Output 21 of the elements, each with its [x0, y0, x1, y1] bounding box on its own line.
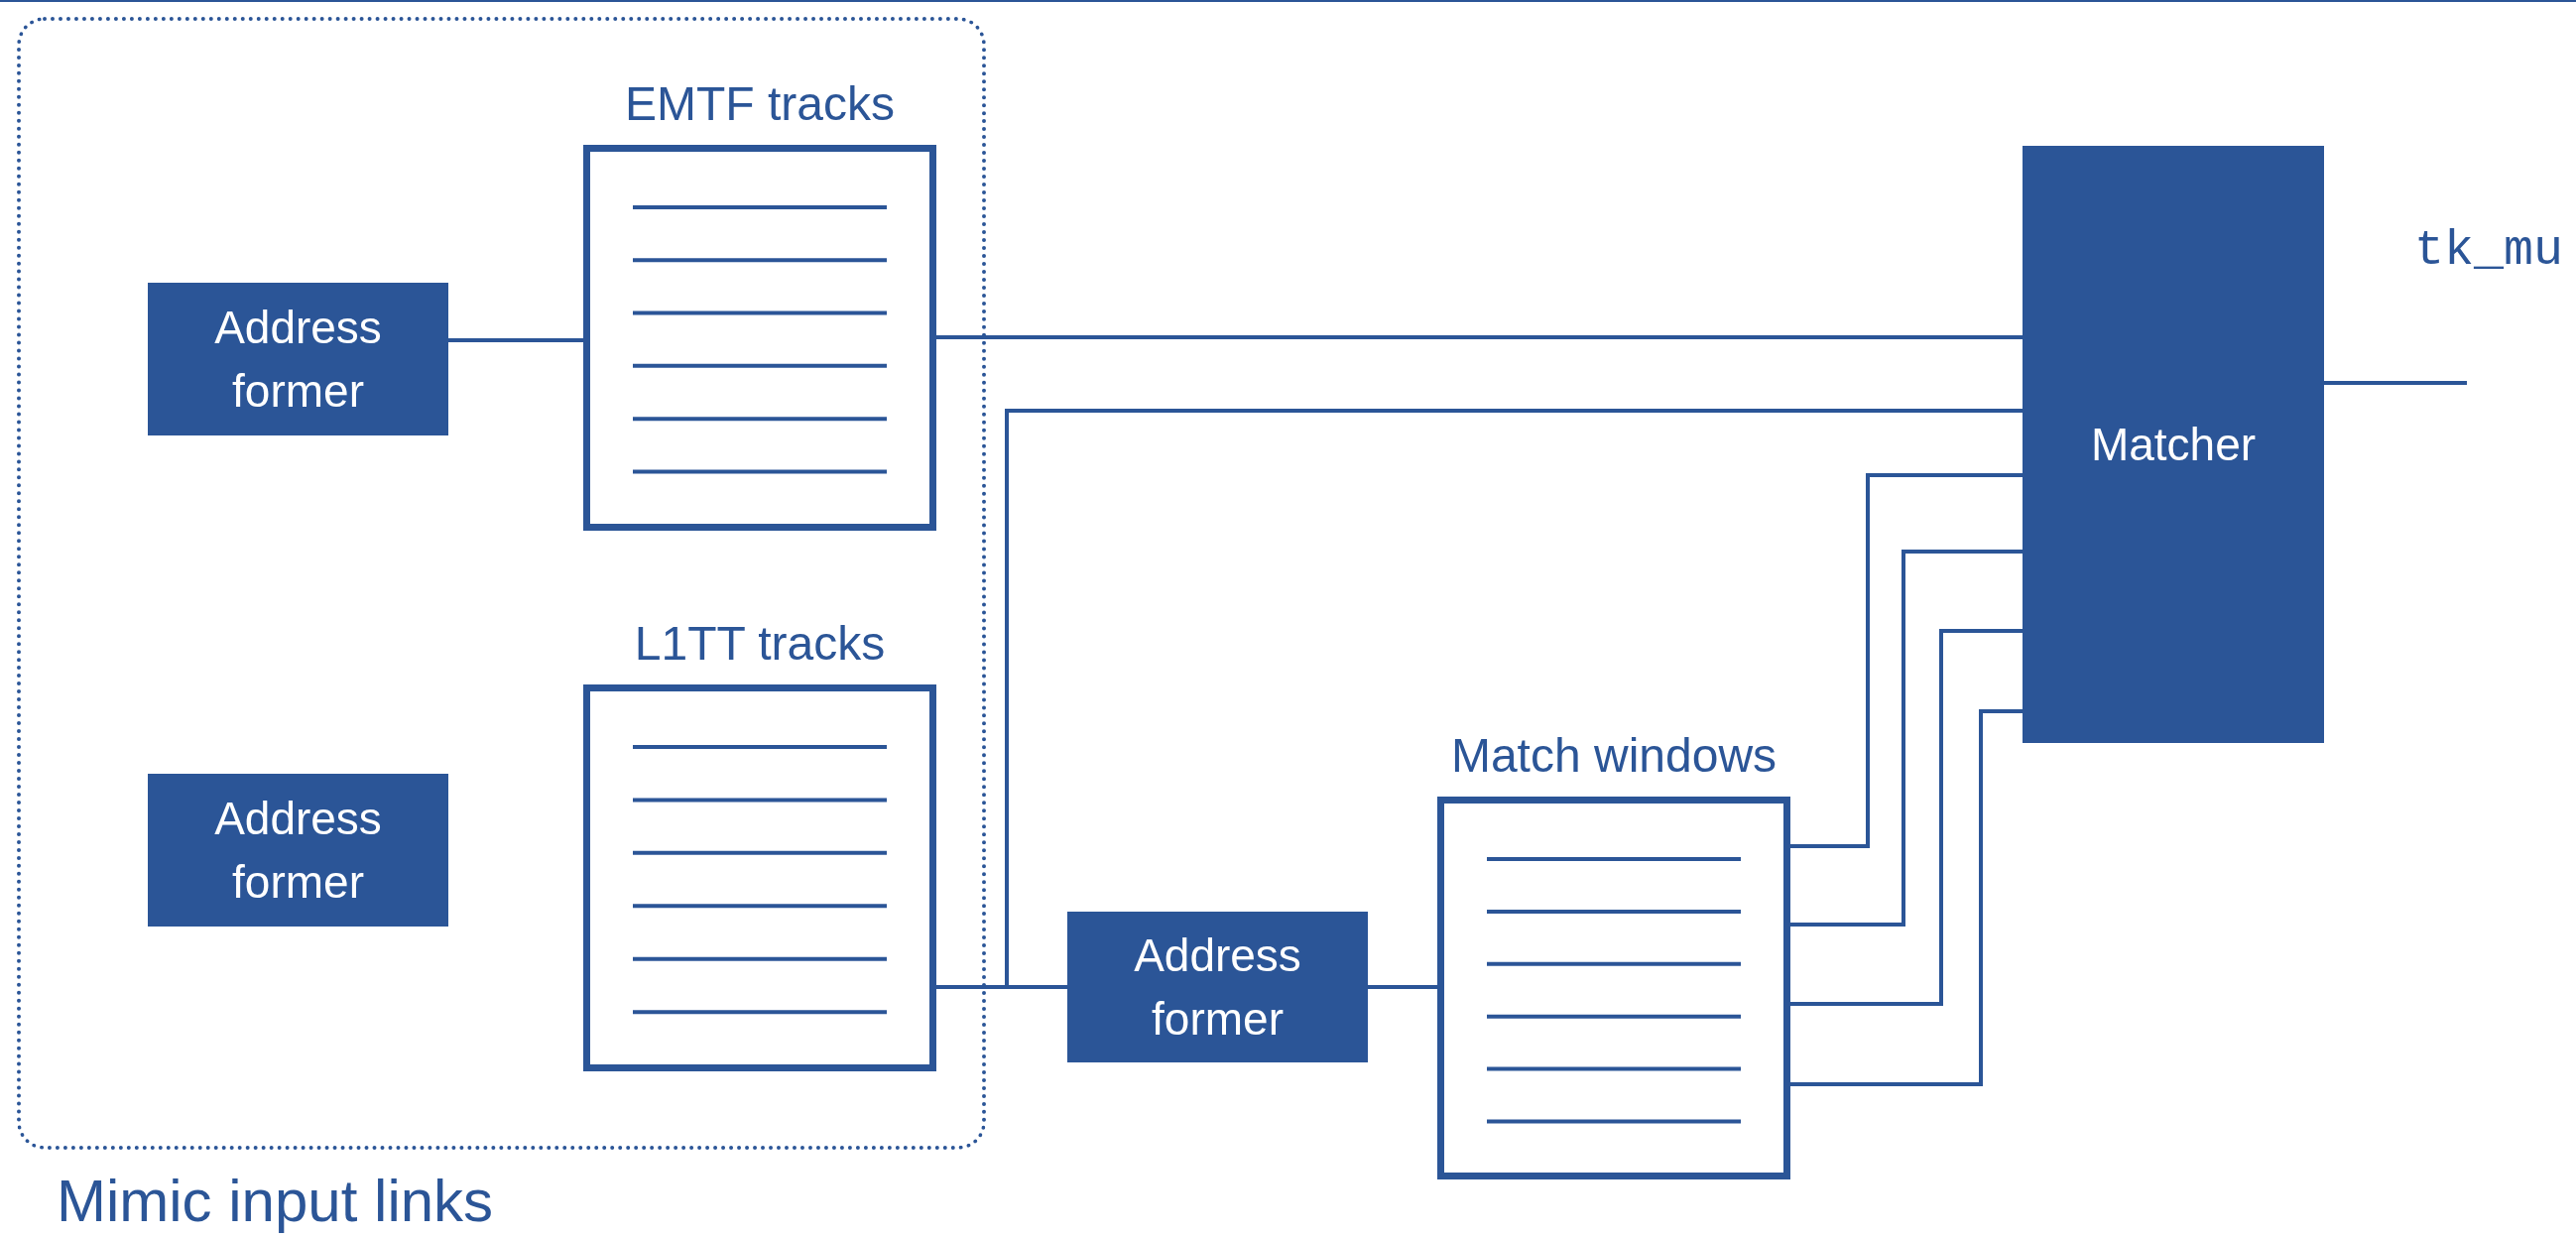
connector-line: [1790, 629, 2023, 1006]
memory-title: EMTF tracks: [625, 80, 895, 128]
block-label: Address former: [213, 791, 383, 910]
block-label: Address former: [213, 300, 383, 419]
process-block: [1067, 912, 1368, 1062]
memory-title: Match windows: [1450, 732, 1778, 780]
connector-line: [1790, 550, 2023, 927]
connector-line: [1790, 473, 2023, 848]
memory-title: L1TT tracks: [634, 620, 886, 668]
process-block: [148, 774, 448, 927]
block-label: Address former: [1133, 928, 1302, 1047]
group-label: Mimic input links: [57, 1172, 494, 1231]
connector-line: [448, 338, 583, 342]
signal-name: tk_mu: [2414, 226, 2564, 276]
process-block: [148, 283, 448, 435]
block-label: Matcher: [2089, 417, 2258, 472]
connector-line: [936, 335, 2023, 339]
connector-line: [2324, 381, 2467, 385]
process-block: [2023, 146, 2324, 743]
connector-line: [1368, 985, 1437, 989]
connector-line: [1790, 709, 2023, 1086]
